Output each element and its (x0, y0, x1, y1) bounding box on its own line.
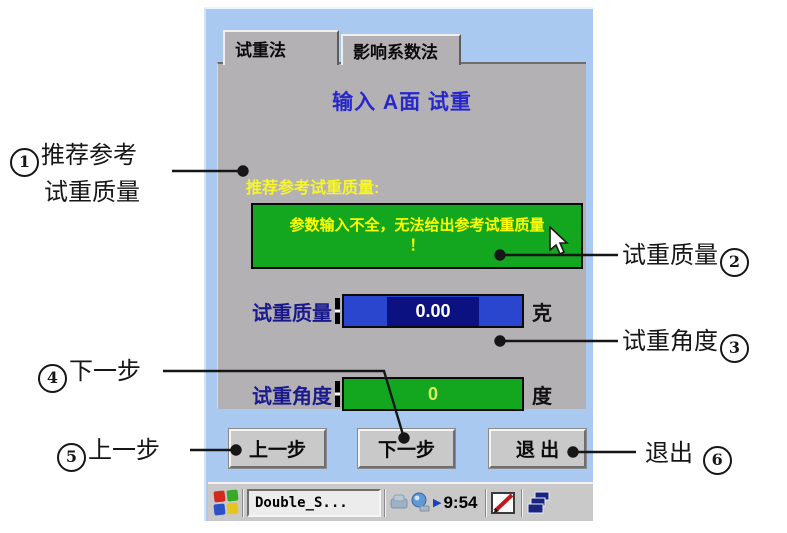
previous-step-label: 上一步 (248, 440, 306, 461)
connection-ball-icon[interactable] (409, 491, 431, 515)
next-step-button[interactable]: 下一步 (358, 429, 455, 468)
annotation-6-number: 6 (702, 445, 732, 475)
taskbar: Double_S... ▶ 9:54 (208, 482, 593, 521)
trial-mass-row: 试重质量 0.00 克 (252, 294, 552, 328)
start-windows-logo-icon[interactable] (213, 488, 239, 516)
exit-button[interactable]: 退 出 (489, 429, 586, 468)
clock[interactable]: 9:54 (443, 492, 478, 512)
taskbar-separator (484, 488, 487, 517)
annotation-5-label: 上一步 (88, 436, 160, 464)
annotation-4-number: 4 (38, 363, 67, 393)
field-caret (335, 298, 340, 324)
reference-message-line2: ！ (409, 237, 425, 254)
taskbar-separator (384, 488, 386, 517)
taskbar-separator (520, 488, 523, 517)
annotation-5-number: 5 (57, 442, 86, 472)
taskbar-separator (242, 488, 244, 517)
annotation-1-line1: 推荐参考 (41, 141, 137, 169)
annotation-2-number: 2 (720, 247, 749, 277)
trial-mass-value: 0.00 (387, 296, 479, 326)
annotation-6: 退出 6 (645, 438, 734, 475)
field-caret (335, 381, 340, 407)
tab-panel: 输入 A面 试重 推荐参考试重质量: 参数输入不全，无法给出参考试重质量 ！ 试… (217, 62, 586, 411)
next-step-label: 下一步 (377, 440, 435, 461)
tab-label: 试重法 (235, 41, 286, 60)
reference-message-box: 参数输入不全，无法给出参考试重质量 ！ (251, 203, 583, 269)
annotation-2-label: 试重质量 (622, 241, 718, 269)
annotation-6-label: 退出 (645, 439, 693, 467)
tray-arrow-icon[interactable]: ▶ (433, 497, 442, 509)
device-screen: 影响系数法 试重法 输入 A面 试重 推荐参考试重质量: 参数输入不全，无法给出… (204, 7, 593, 521)
exit-label: 退 出 (515, 440, 560, 461)
annotation-1-line2: 试重质量 (44, 177, 140, 206)
annotation-1-number: 1 (10, 147, 39, 177)
trial-mass-input[interactable]: 0.00 (342, 294, 524, 328)
annotation-3-number: 3 (720, 333, 749, 363)
mouse-cursor-icon (549, 226, 570, 256)
tab-label: 影响系数法 (353, 43, 438, 62)
reference-message-line1: 参数输入不全，无法给出参考试重质量 (289, 217, 545, 234)
page-title: 输入 A面 试重 (332, 91, 472, 114)
task-button-label: Double_S... (255, 494, 348, 511)
trial-mass-unit: 克 (532, 302, 552, 325)
cascade-windows-icon[interactable] (526, 490, 552, 516)
tab-influence-coefficient[interactable]: 影响系数法 (341, 34, 461, 65)
network-device-icon[interactable] (389, 491, 413, 515)
trial-mass-label: 试重质量 (252, 302, 332, 325)
active-task-button[interactable]: Double_S... (247, 488, 381, 517)
trial-angle-unit: 度 (532, 385, 552, 408)
trial-angle-label: 试重角度 (252, 385, 332, 408)
tab-trial-weight[interactable]: 试重法 (223, 30, 339, 65)
trial-angle-value: 0 (427, 383, 438, 404)
trial-angle-input[interactable]: 0 (342, 377, 524, 411)
reference-mass-label: 推荐参考试重质量: (246, 180, 380, 197)
annotation-3-label: 试重角度 (622, 327, 718, 355)
previous-step-button[interactable]: 上一步 (229, 429, 326, 468)
annotation-4-label: 下一步 (69, 357, 141, 385)
trial-angle-row: 试重角度 0 度 (252, 377, 552, 411)
input-panel-pen-icon[interactable] (490, 490, 518, 516)
